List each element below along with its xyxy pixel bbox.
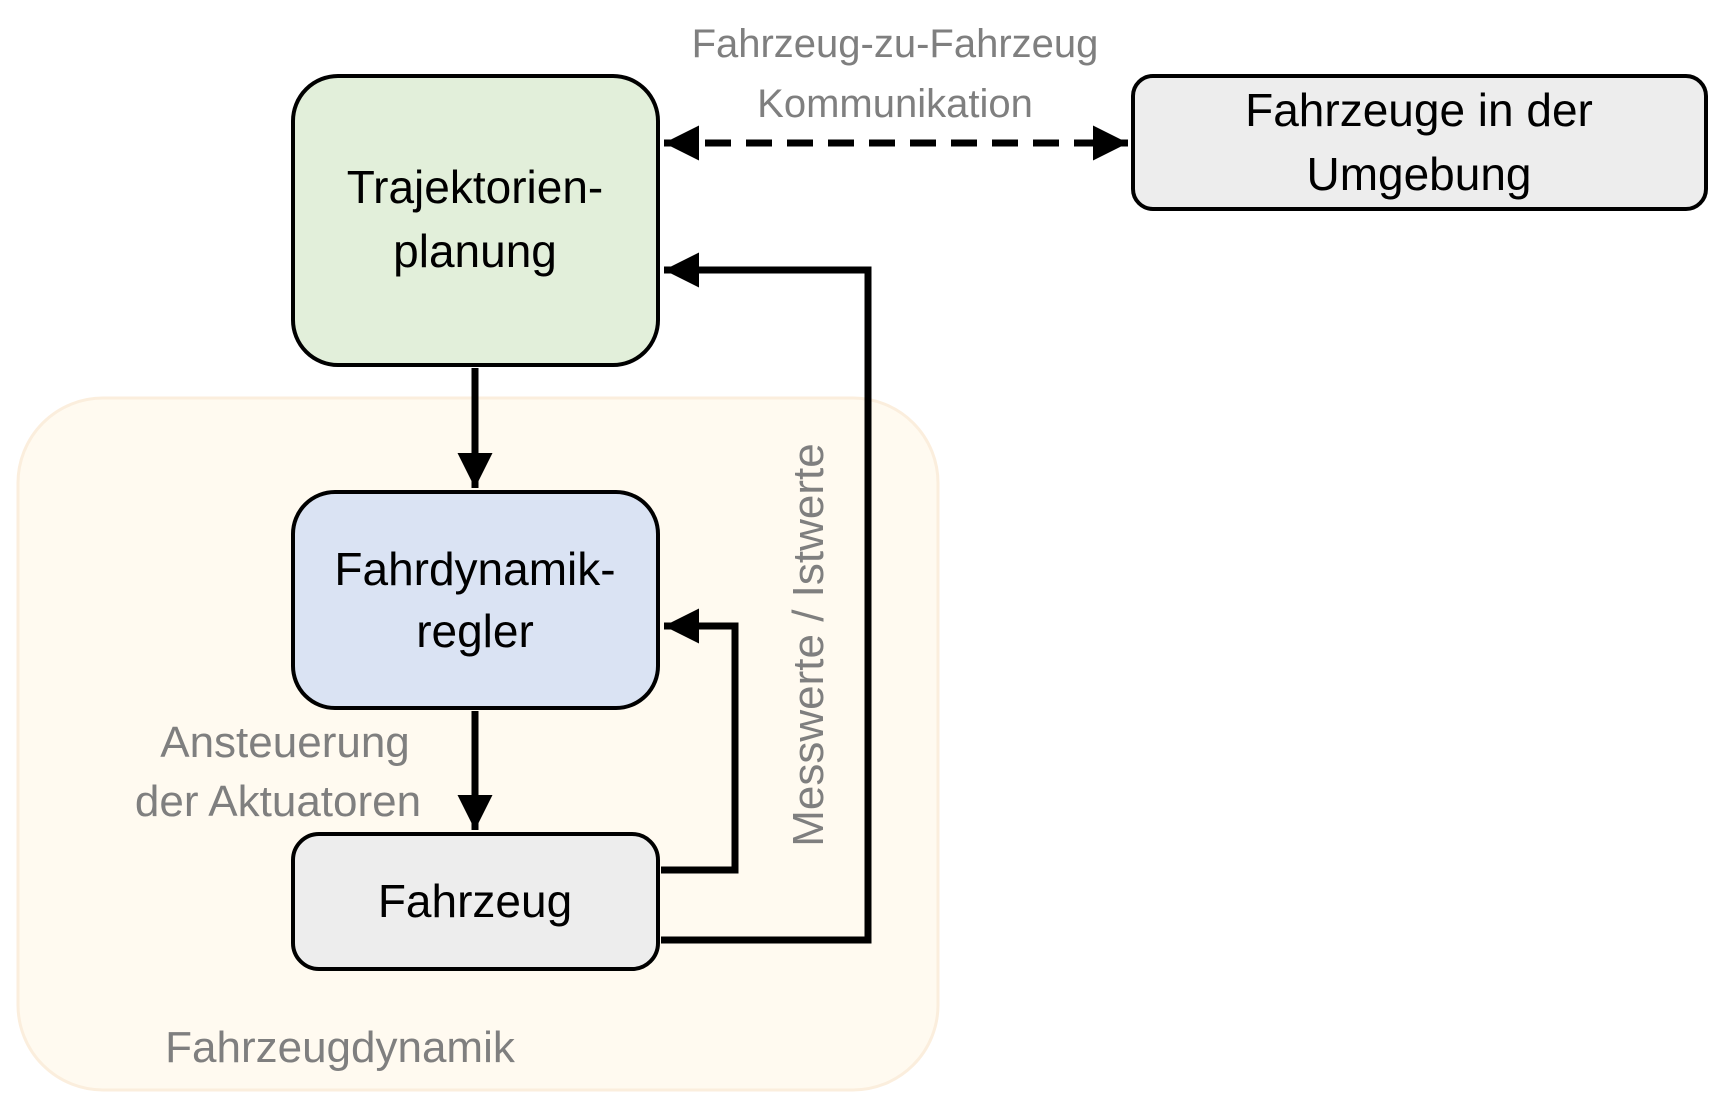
- vehicle-box: [291, 832, 660, 971]
- vehicle-label: Fahrzeug: [378, 875, 572, 927]
- v2v-communication-label-line1: Fahrzeug-zu-Fahrzeug: [692, 22, 1099, 66]
- vehicle-dynamics-controller-label-line2: regler: [416, 605, 534, 657]
- v2v-communication-label-line2: Kommunikation: [757, 82, 1033, 126]
- vehicle-to-trajectory-feedback-arrow: [661, 252, 872, 944]
- actuation-label-line2: der Aktuatoren: [135, 777, 421, 826]
- vehicle-to-controller-feedback-arrow: [661, 608, 739, 874]
- vehicle-dynamics-group-label: Fahrzeugdynamik: [165, 1023, 516, 1072]
- trajectory-planning-label-line2: planung: [393, 225, 557, 277]
- trajectory-planning-box: [291, 74, 660, 367]
- vehicle-dynamics-controller-node[interactable]: Fahrdynamik- regler: [291, 490, 660, 710]
- actuation-label-line1: Ansteuerung: [160, 718, 410, 767]
- actuation-edge: Ansteuerung der Aktuatoren: [135, 711, 493, 830]
- surrounding-vehicles-box: [1131, 74, 1708, 211]
- vehicle-dynamics-controller-label-line1: Fahrdynamik-: [334, 543, 615, 595]
- surrounding-vehicles-node[interactable]: Fahrzeuge in der Umgebung: [1131, 74, 1708, 211]
- vehicle-dynamics-controller-box: [291, 490, 660, 710]
- measurement-feedback-edge: Messwerte / Istwerte: [661, 252, 872, 944]
- surrounding-vehicles-label-line2: Umgebung: [1306, 148, 1531, 200]
- trajectory-planning-node[interactable]: Trajektorien- planung: [291, 74, 660, 367]
- surrounding-vehicles-label-line1: Fahrzeuge in der: [1245, 84, 1593, 136]
- trajectory-planning-label-line1: Trajektorien-: [347, 161, 603, 213]
- v2v-communication-edge: Fahrzeug-zu-Fahrzeug Kommunikation: [664, 22, 1128, 161]
- vehicle-node[interactable]: Fahrzeug: [291, 832, 660, 971]
- measurement-feedback-label: Messwerte / Istwerte: [784, 443, 833, 846]
